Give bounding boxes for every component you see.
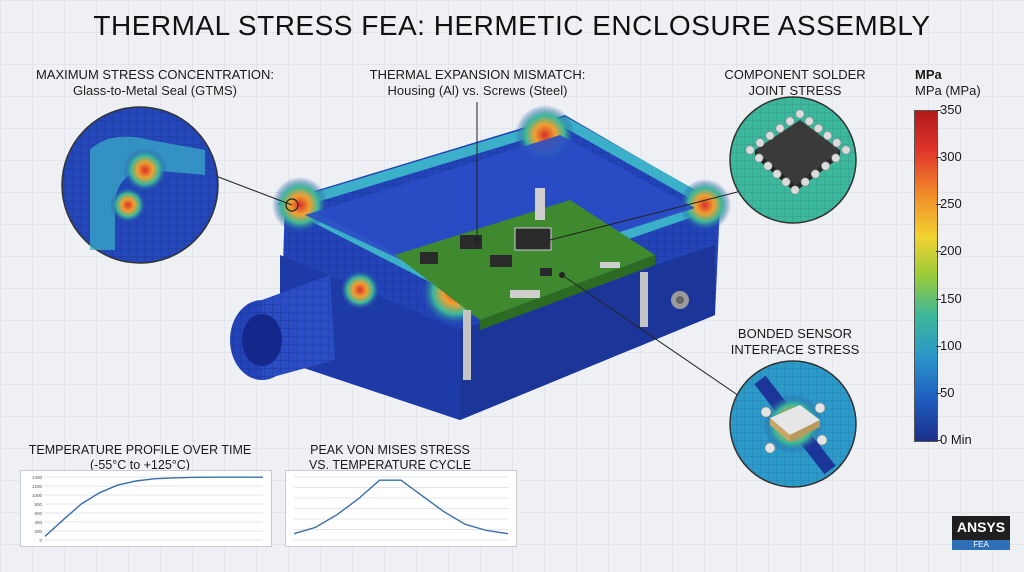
legend-tick-mark	[936, 345, 941, 347]
solder-ball	[754, 153, 764, 163]
solder-ball	[775, 123, 785, 133]
legend-subtitle: MPa (MPa)	[915, 83, 981, 98]
solder-ball	[813, 123, 823, 133]
gtms-callout-title: MAXIMUM STRESS CONCENTRATION:	[35, 67, 275, 82]
chart-y-tick-label: 1200	[32, 484, 43, 489]
solder-ball	[831, 153, 841, 163]
solder-ball	[823, 131, 833, 141]
legend-tick-label: 250	[940, 196, 962, 212]
mismatch-callout: THERMAL EXPANSION MISMATCH: Housing (Al)…	[355, 67, 600, 99]
legend-tick-mark	[936, 204, 941, 206]
sensor-zoom-inset	[729, 360, 857, 488]
chart-y-tick-label: 0	[39, 538, 42, 543]
solder-ball	[781, 177, 791, 187]
temp-chart: 1400 1200 1000 800 600 400 200 0	[32, 475, 263, 543]
temp-chart-title-line2: (-55°C to +125°C)	[90, 458, 190, 472]
chart-y-tick-label: 200	[34, 529, 42, 534]
solder-ball	[800, 177, 810, 187]
legend-tick-label: 150	[940, 290, 962, 306]
legend-tick-label: 0 Min	[940, 432, 972, 447]
chart-y-tick-label: 1400	[32, 475, 43, 480]
solder-ball	[785, 116, 795, 126]
legend-tick-mark	[936, 251, 941, 253]
solder-ball	[810, 169, 820, 179]
solder-ball	[804, 116, 814, 126]
legend-tick-label: 50	[940, 384, 955, 400]
sensor-callout: BONDED SENSOR INTERFACE STRESS	[715, 326, 875, 358]
chart-series-line	[44, 476, 263, 537]
legend-tick-label: 300	[940, 149, 962, 165]
gtms-marker	[285, 198, 299, 212]
solder-ball	[765, 131, 775, 141]
legend-tick-mark	[936, 110, 941, 111]
chart-y-tick-label: 800	[34, 502, 42, 507]
logo-sub: FEA	[952, 540, 1010, 550]
mismatch-callout-subtitle: Housing (Al) vs. Screws (Steel)	[387, 83, 568, 98]
solder-callout-title: COMPONENT SOLDER	[724, 67, 866, 82]
solder-ball	[821, 161, 831, 171]
solder-callout: COMPONENT SOLDER JOINT STRESS	[710, 67, 880, 99]
legend-color-bar	[914, 110, 938, 442]
solder-callout-subtitle: JOINT STRESS	[748, 83, 842, 98]
sensor-bond-ball	[814, 402, 826, 414]
standoffs	[463, 188, 689, 380]
solder-ball	[795, 109, 805, 119]
sensor-callout-subtitle: INTERFACE STRESS	[730, 342, 860, 357]
connector-port	[230, 275, 335, 380]
legend-tick-mark	[936, 157, 941, 159]
chart-series-line	[293, 479, 509, 535]
legend-tick-mark	[936, 392, 941, 394]
sensor-bond-ball	[764, 442, 776, 454]
sensor-bond-ball	[760, 406, 772, 418]
gtms-zoom-inset	[61, 106, 219, 264]
solder-ball	[772, 169, 782, 179]
stress-chart	[293, 476, 509, 541]
solder-ball	[745, 145, 755, 155]
mismatch-marker	[474, 237, 480, 243]
stress-chart-title-line1: PEAK VON MISES STRESS	[310, 443, 470, 457]
gtms-callout-subtitle: Glass-to-Metal Seal (GTMS)	[73, 83, 237, 98]
gtms-callout: MAXIMUM STRESS CONCENTRATION: Glass-to-M…	[30, 67, 280, 99]
temp-chart-title-line1: TEMPERATURE PROFILE OVER TIME	[28, 443, 252, 457]
solder-ball	[755, 138, 765, 148]
sensor-callout-title: BONDED SENSOR	[737, 326, 853, 341]
solder-ball	[763, 161, 773, 171]
legend-unit: MPa	[915, 67, 942, 82]
stress-chart-title-line2: VS. TEMPERATURE CYCLE	[308, 458, 472, 472]
legend-tick-label: 100	[940, 337, 962, 353]
sensor-marker	[559, 272, 565, 278]
legend-tick-mark	[936, 298, 941, 300]
stress-chart-panel	[285, 470, 517, 547]
chart-y-tick-label: 400	[34, 520, 42, 525]
ansys-logo: ANSYS FEA	[952, 516, 1010, 550]
temp-chart-panel: 1400 1200 1000 800 600 400 200 0	[20, 470, 272, 547]
solder-ball	[790, 185, 800, 195]
page-title: THERMAL STRESS FEA: HERMETIC ENCLOSURE A…	[93, 10, 931, 41]
legend-tick-label: 200	[940, 243, 962, 259]
legend-tick-label: 350	[940, 102, 962, 117]
chart-y-tick-label: 600	[34, 511, 42, 516]
mismatch-callout-title: THERMAL EXPANSION MISMATCH:	[369, 67, 586, 82]
chart-y-tick-label: 1000	[32, 493, 43, 498]
solder-ball	[832, 138, 842, 148]
sensor-bond-ball	[816, 434, 828, 446]
legend-tick-mark	[936, 440, 941, 441]
stress-chart-title: PEAK VON MISES STRESS VS. TEMPERATURE CY…	[280, 443, 500, 473]
logo-brand: ANSYS	[956, 519, 1006, 535]
solder-ball	[841, 145, 851, 155]
temp-chart-title: TEMPERATURE PROFILE OVER TIME (-55°C to …	[20, 443, 260, 473]
